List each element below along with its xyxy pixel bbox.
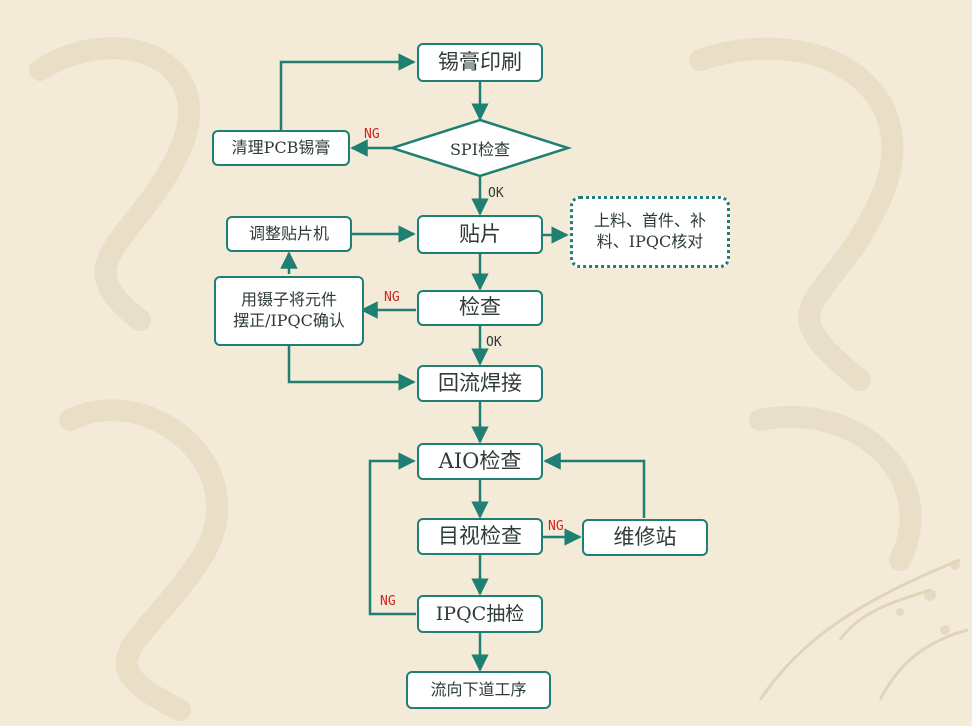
ok-label-spi: OK: [488, 186, 504, 201]
ng-label-inspection: NG: [384, 290, 400, 305]
next-process-label: 流向下道工序: [430, 679, 527, 699]
edge-tweezers-to-reflow: [287, 346, 416, 391]
tweezers-line-2: 摆正/IPQC确认: [233, 311, 345, 330]
edge-clean-to-print: [279, 53, 416, 130]
solder-paste-print-label: 锡膏印刷: [438, 49, 522, 74]
aio-check-box: AIO检查: [417, 443, 543, 480]
ipqc-sampling-box: IPQC抽检: [417, 595, 543, 633]
inspection-box: 检查: [417, 290, 543, 326]
visual-check-label: 目视检查: [438, 523, 522, 548]
clean-pcb-box: 清理PCB锡膏: [212, 130, 350, 166]
edge-repair-to-aio: [543, 452, 646, 518]
adjust-machine-box: 调整贴片机: [226, 216, 352, 252]
edge-ipqc-to-aio: [368, 452, 416, 616]
adjust-machine-label: 调整贴片机: [248, 223, 329, 243]
tweezers-line-1: 用镊子将元件: [240, 290, 337, 310]
reflow-box: 回流焊接: [417, 365, 543, 402]
tweezers-correction-box: 用镊子将元件 摆正/IPQC确认: [214, 276, 364, 346]
material-check-line-2: 料、IPQC核对: [596, 232, 704, 251]
ng-label-ipqc: NG: [380, 594, 396, 609]
repair-station-label: 维修站: [613, 524, 677, 549]
spi-check-diamond: [387, 118, 573, 178]
next-process-box: 流向下道工序: [406, 671, 551, 709]
inspection-label: 检查: [459, 295, 501, 320]
material-check-box: 上料、首件、补 料、IPQC核对: [570, 196, 730, 268]
mounting-label: 贴片: [459, 221, 501, 246]
repair-station-box: 维修站: [582, 519, 708, 556]
clean-pcb-label: 清理PCB锡膏: [231, 137, 331, 157]
ok-label-inspection: OK: [486, 335, 502, 350]
material-check-line-1: 上料、首件、补: [593, 211, 706, 231]
aio-check-label: AIO检查: [438, 448, 522, 473]
ng-label-spi: NG: [364, 127, 380, 142]
reflow-label: 回流焊接: [438, 370, 522, 395]
spi-check-label: SPI检查: [449, 140, 511, 159]
solder-paste-print-box: 锡膏印刷: [417, 43, 543, 82]
ipqc-sampling-label: IPQC抽检: [435, 602, 525, 625]
mounting-box: 贴片: [417, 215, 543, 254]
ng-label-visual: NG: [548, 519, 564, 534]
visual-check-box: 目视检查: [417, 518, 543, 555]
